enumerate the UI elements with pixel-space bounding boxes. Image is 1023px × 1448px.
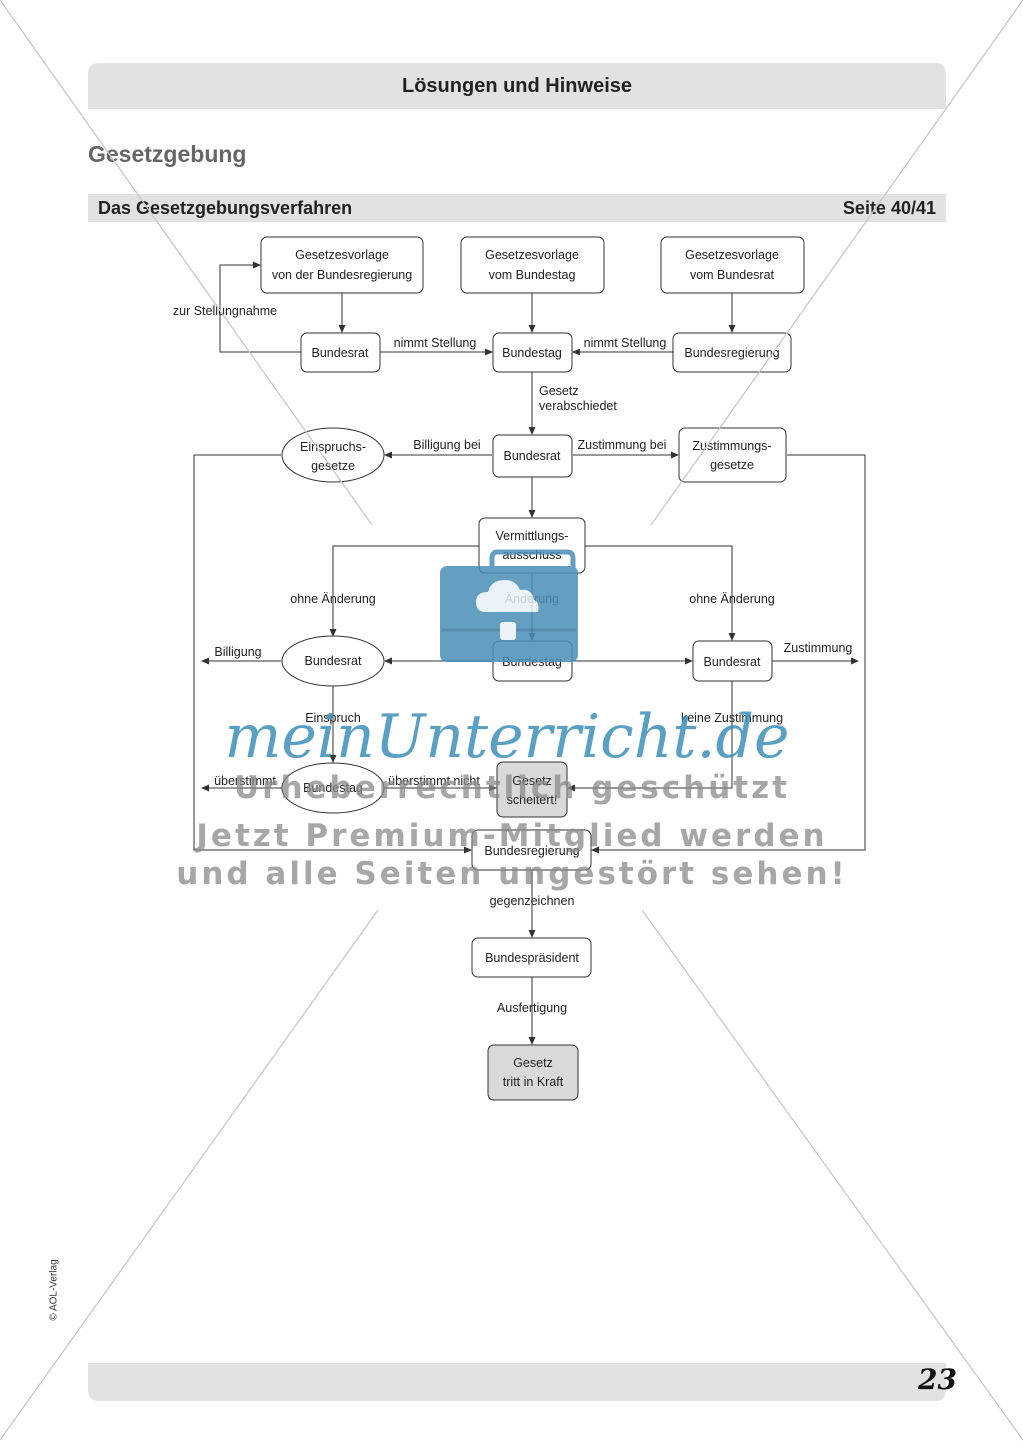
svg-text:ausschuss: ausschuss [502, 548, 561, 562]
label-ueberstimmt-nicht: überstimmt nicht [388, 774, 480, 788]
label-zustimmung: Zustimmung [784, 641, 853, 655]
node-bundestag-top: Bundestag [492, 332, 573, 373]
svg-text:Gesetz: Gesetz [512, 774, 552, 788]
label-ueberstimmt: überstimmt [214, 774, 276, 788]
svg-text:Bundestag: Bundestag [502, 655, 562, 669]
copyright-notice: © AOL-Verlag [48, 1259, 60, 1321]
label-nimmt-stellung-left: nimmt Stellung [394, 336, 477, 350]
svg-text:Gesetzesvorlage: Gesetzesvorlage [295, 248, 389, 262]
svg-text:Bundesregierung: Bundesregierung [484, 844, 579, 858]
node-gesetz-tritt-in-kraft: Gesetz tritt in Kraft [487, 1044, 579, 1101]
node-bundestag-mid: Bundestag [492, 640, 573, 682]
svg-text:vom Bundesrat: vom Bundesrat [690, 268, 775, 282]
label-keine-zustimmung: keine Zustimmung [681, 711, 783, 725]
svg-text:Zustimmungs-: Zustimmungs- [692, 439, 771, 453]
label-ohne-aenderung-left: ohne Änderung [290, 592, 376, 606]
node-bundespraesident: Bundespräsident [471, 937, 592, 978]
node-vermittlungsausschuss: Vermittlungs- ausschuss [478, 517, 586, 574]
node-bundesregierung-bottom: Bundesregierung [471, 829, 592, 871]
node-vorlage-bundesregierung: Gesetzesvorlage von der Bundesregierung [260, 236, 424, 294]
svg-text:Gesetzesvorlage: Gesetzesvorlage [685, 248, 779, 262]
svg-text:Bundesrat: Bundesrat [305, 654, 363, 668]
label-einspruch: Einspruch [305, 711, 361, 725]
label-billigung-bei: Billigung bei [413, 438, 480, 452]
node-vorlage-bundestag: Gesetzesvorlage vom Bundestag [460, 236, 605, 294]
label-ausfertigung: Ausfertigung [497, 1001, 567, 1015]
svg-text:scheitert!: scheitert! [507, 793, 558, 807]
svg-text:Bundesrat: Bundesrat [312, 346, 370, 360]
svg-text:vom Bundestag: vom Bundestag [489, 268, 576, 282]
svg-text:Gesetz: Gesetz [513, 1056, 553, 1070]
node-einspruchsgesetze: Einspruchs- gesetze [281, 427, 385, 483]
label-gegenzeichnen: gegenzeichnen [490, 894, 575, 908]
node-bundesrat-top: Bundesrat [300, 332, 381, 373]
svg-text:von der Bundesregierung: von der Bundesregierung [272, 268, 412, 282]
svg-text:Vermittlungs-: Vermittlungs- [496, 529, 569, 543]
footer-band [88, 1363, 946, 1401]
svg-text:Bundestag: Bundestag [303, 781, 363, 795]
label-gesetz: Gesetz [539, 384, 579, 398]
node-vorlage-bundesrat: Gesetzesvorlage vom Bundesrat [660, 236, 805, 294]
svg-text:Gesetzesvorlage: Gesetzesvorlage [485, 248, 579, 262]
label-ohne-aenderung-right: ohne Änderung [689, 592, 775, 606]
node-bundesregierung-top: Bundesregierung [672, 332, 792, 373]
node-bundesrat-right: Bundesrat [692, 640, 773, 682]
label-zur-stellungnahme: zur Stellungnahme [173, 304, 277, 318]
node-zustimmungsgesetze: Zustimmungs- gesetze [678, 427, 787, 483]
svg-text:gesetze: gesetze [710, 458, 754, 472]
svg-text:Einspruchs-: Einspruchs- [300, 440, 366, 454]
label-verabschiedet: verabschiedet [539, 399, 617, 413]
node-bundesrat-left: Bundesrat [281, 635, 385, 687]
svg-text:Bundesregierung: Bundesregierung [684, 346, 779, 360]
svg-text:tritt in Kraft: tritt in Kraft [503, 1075, 564, 1089]
svg-text:Bundesrat: Bundesrat [704, 655, 762, 669]
label-aenderung: Änderung [505, 592, 559, 606]
node-bundesrat-decision: Bundesrat [492, 434, 573, 478]
svg-text:Bundestag: Bundestag [502, 346, 562, 360]
node-bundestag-low: Bundestag [281, 762, 385, 814]
svg-text:Bundesrat: Bundesrat [504, 449, 562, 463]
svg-text:Bundespräsident: Bundespräsident [485, 951, 579, 965]
page-number: 23 [918, 1363, 957, 1396]
page-header-title: Lösungen und Hinweise [401, 74, 632, 97]
svg-text:gesetze: gesetze [311, 459, 355, 473]
label-zustimmung-bei: Zustimmung bei [578, 438, 667, 452]
label-billigung: Billigung [214, 645, 261, 659]
label-nimmt-stellung-right: nimmt Stellung [584, 336, 667, 350]
node-gesetz-scheitert: Gesetz scheitert! [496, 761, 568, 818]
